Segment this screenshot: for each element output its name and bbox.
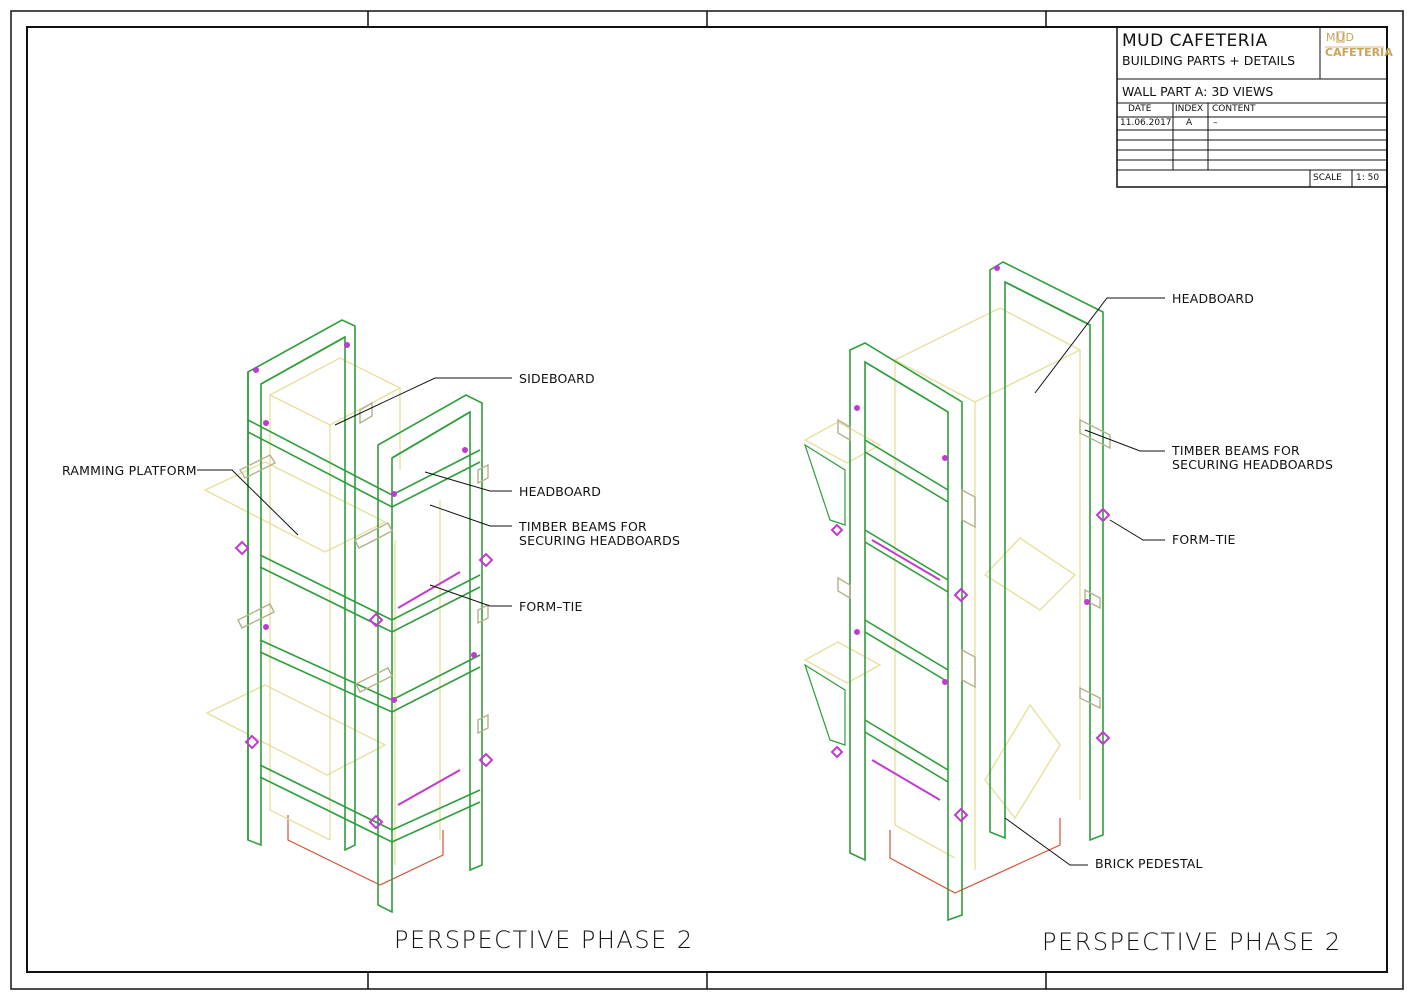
- scale-label: SCALE: [1313, 173, 1342, 183]
- left-label-form-tie: FORM–TIE: [519, 599, 583, 614]
- right-front-frame: [849, 342, 963, 922]
- right-label-timber-line1: TIMBER BEAMS FOR: [1172, 443, 1300, 458]
- left-label-timber-line2: SECURING HEADBOARDS: [519, 533, 681, 548]
- left-leader-lines: [197, 377, 512, 607]
- right-perspective-model: [803, 261, 1111, 922]
- left-front-frame: [247, 394, 483, 914]
- revision-index: A: [1186, 118, 1193, 128]
- right-label-headboard: HEADBOARD: [1172, 291, 1255, 306]
- cafeteria-logo-icon: [1325, 31, 1384, 48]
- right-braces: [803, 443, 846, 746]
- left-perspective-model: [203, 319, 494, 914]
- revision-date: 11.06.2017: [1120, 118, 1172, 128]
- left-label-timber-line1: TIMBER BEAMS FOR: [519, 519, 647, 534]
- left-brick-pedestal: [287, 815, 444, 886]
- left-label-sideboard: SIDEBOARD: [519, 371, 595, 386]
- left-label-ramming-platform: RAMMING PLATFORM: [62, 463, 197, 478]
- column-content-header: CONTENT: [1212, 104, 1256, 114]
- right-back-frame: [989, 261, 1104, 842]
- logo-text-top: MUD: [1326, 31, 1356, 44]
- right-label-form-tie: FORM–TIE: [1172, 532, 1236, 547]
- project-title: MUD CAFETERIA: [1122, 31, 1268, 51]
- left-label-headboard: HEADBOARD: [519, 484, 602, 499]
- right-timber-beams: [837, 418, 1111, 710]
- right-frame-bolts: [854, 265, 1090, 685]
- project-subtitle: BUILDING PARTS + DETAILS: [1122, 53, 1296, 68]
- left-back-frame: [247, 319, 356, 852]
- sheet-title: WALL PART A: 3D VIEWS: [1122, 84, 1274, 99]
- right-view-caption: PERSPECTIVE PHASE 2: [1042, 928, 1342, 956]
- logo-text-bottom: CAFETERIA: [1325, 46, 1393, 59]
- revision-content: –: [1213, 118, 1218, 128]
- column-date-header: DATE: [1128, 104, 1152, 114]
- right-label-brick-pedestal: BRICK PEDESTAL: [1095, 856, 1203, 871]
- left-boards: [203, 357, 441, 865]
- column-index-header: INDEX: [1175, 104, 1204, 114]
- sheet-border: [10, 10, 1404, 990]
- right-label-timber-line2: SECURING HEADBOARDS: [1172, 457, 1334, 472]
- left-view-caption: PERSPECTIVE PHASE 2: [394, 926, 694, 954]
- left-form-ties: [234, 540, 494, 830]
- right-form-ties: [830, 507, 1111, 823]
- left-frame-bolts: [253, 342, 477, 703]
- right-leader-lines: [1004, 297, 1165, 866]
- right-brick-pedestal: [889, 818, 1061, 894]
- scale-value: 1: 50: [1356, 173, 1380, 183]
- left-timber-beams: [237, 401, 489, 735]
- title-block-frame: [1116, 26, 1388, 188]
